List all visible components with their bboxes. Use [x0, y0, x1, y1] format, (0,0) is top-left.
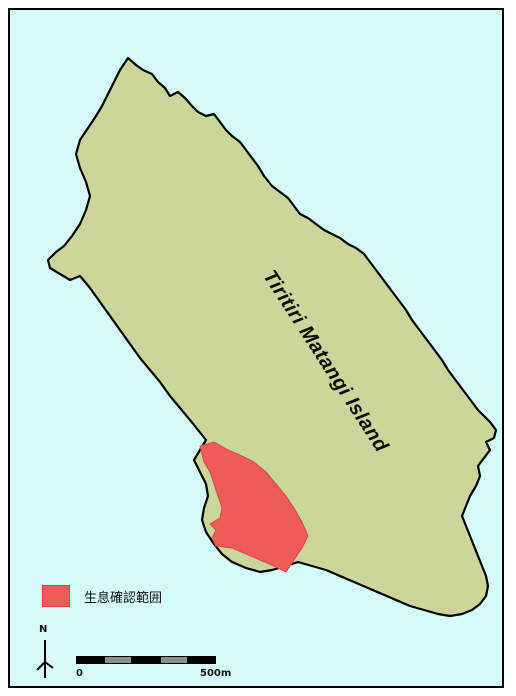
habitat-range-area [199, 441, 309, 573]
scale-end-label: 500m [200, 668, 232, 679]
map-legend: 生息確認範囲 [42, 584, 162, 608]
scale-segment [76, 656, 104, 664]
map-frame: Tiritiri Matangi Island 生息確認範囲 N 0 500m [8, 8, 504, 688]
scale-segment [160, 656, 188, 664]
legend-label: 生息確認範囲 [84, 590, 163, 606]
island-map [46, 56, 498, 618]
scale-segment [188, 656, 216, 664]
legend-swatch [42, 585, 70, 607]
scale-segment [104, 656, 132, 664]
north-arrow: N [34, 624, 56, 682]
north-arrow-icon [36, 640, 54, 678]
scale-segment [132, 656, 160, 664]
north-letter: N [39, 624, 48, 635]
scale-bar [76, 656, 216, 666]
island-landmass [46, 56, 498, 618]
scale-start-label: 0 [76, 668, 83, 679]
